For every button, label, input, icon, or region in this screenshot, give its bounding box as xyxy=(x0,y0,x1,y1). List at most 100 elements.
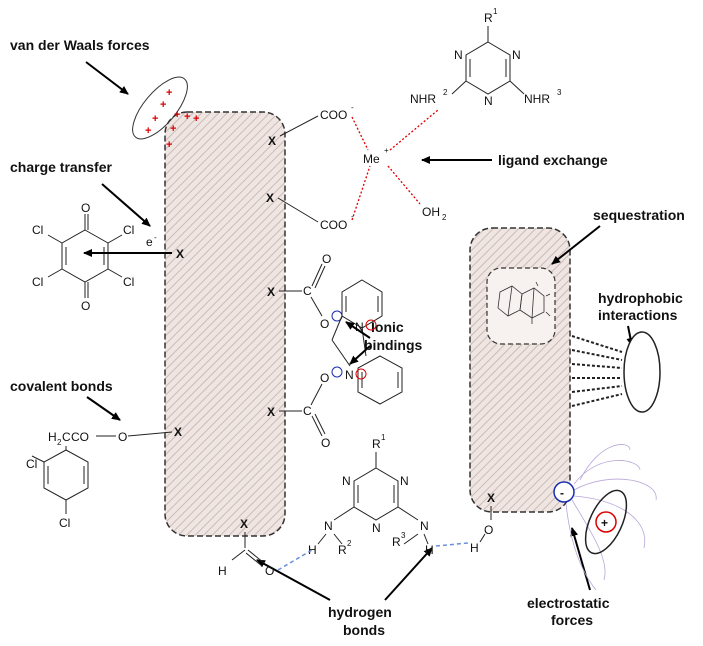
svg-text:3: 3 xyxy=(401,531,406,540)
label-ionic-2: bindings xyxy=(364,337,423,353)
svg-text:1: 1 xyxy=(381,433,386,442)
svg-text:Cl: Cl xyxy=(123,223,134,237)
ester-top-oxo: O xyxy=(322,252,331,266)
x-carboxylate-top: X xyxy=(268,134,276,148)
svg-text:Cl: Cl xyxy=(26,457,37,471)
svg-text:N: N xyxy=(342,474,351,488)
label-sequestration: sequestration xyxy=(593,207,685,223)
svg-text:N: N xyxy=(484,94,493,108)
svg-text:N: N xyxy=(372,521,381,535)
ionic-arrow-bottom xyxy=(349,345,371,365)
svg-text:O: O xyxy=(81,299,90,313)
negative-site xyxy=(553,481,575,503)
ester-bottom-oxygen: O xyxy=(320,371,329,385)
aldehyde-hydrogen: H xyxy=(218,564,227,578)
svg-text:H: H xyxy=(425,543,434,557)
hydroxyl-oxygen: O xyxy=(484,523,493,537)
svg-text:+: + xyxy=(184,111,190,123)
label-charge-transfer: charge transfer xyxy=(10,159,112,175)
svg-text:1: 1 xyxy=(493,7,498,16)
arrow-electrostatic xyxy=(570,527,591,591)
hydrophobic-dashes xyxy=(571,335,623,407)
ester-bottom-oxo: O xyxy=(321,436,330,450)
svg-text:+: + xyxy=(152,113,158,125)
label-van-der-waals: van der Waals forces xyxy=(10,37,150,53)
svg-text:H: H xyxy=(48,430,57,444)
arrow-charge-transfer xyxy=(101,183,151,227)
x-ester-top: X xyxy=(267,285,275,299)
svg-text:R: R xyxy=(484,11,493,25)
x-ester-bottom: X xyxy=(267,405,275,419)
electron-label: e xyxy=(146,235,153,249)
arrow-sequestration xyxy=(551,225,601,265)
svg-text:R: R xyxy=(338,543,347,557)
svg-text:Cl: Cl xyxy=(123,275,134,289)
chloranil-molecule: O O Cl Cl Cl Cl xyxy=(32,201,134,313)
svg-text:+: + xyxy=(174,109,180,121)
carboxylate-bottom: COO xyxy=(320,218,347,232)
arrow-hydrogen-left xyxy=(256,559,331,601)
water-ligand: OH xyxy=(422,205,440,219)
svg-text:C: C xyxy=(62,430,71,444)
x-aldehyde: X xyxy=(240,517,248,531)
x-carboxylate-bottom: X xyxy=(266,191,274,205)
svg-text:N: N xyxy=(345,368,354,382)
label-ligand-exchange: ligand exchange xyxy=(498,152,608,168)
triazine-top: R 1 N N N NHR 2 NHR 3 xyxy=(410,7,562,108)
ester-top-oxygen: O xyxy=(320,317,329,331)
metal-center: Me + xyxy=(363,146,389,166)
organic-particle-left xyxy=(164,111,286,537)
svg-text:N: N xyxy=(355,320,364,334)
svg-text:2: 2 xyxy=(57,438,62,447)
water-subscript: 2 xyxy=(442,213,447,222)
svg-text:Cl: Cl xyxy=(32,223,43,237)
carboxylate-top: COO xyxy=(320,108,347,122)
label-electrostatic-1: electrostatic xyxy=(527,595,610,611)
svg-text:R: R xyxy=(392,535,401,549)
hbond-aldehyde xyxy=(277,549,313,571)
svg-text:N: N xyxy=(324,519,333,533)
label-hydrogen-1: hydrogen xyxy=(328,604,392,620)
ester-bottom-carbon: C xyxy=(303,404,312,418)
arrow-hydrogen-right xyxy=(384,547,433,601)
svg-text:N: N xyxy=(454,48,463,62)
svg-text:3: 3 xyxy=(557,88,562,97)
label-hydrophobic-2: interactions xyxy=(598,307,678,323)
svg-text:NHR: NHR xyxy=(410,92,436,106)
svg-text:+: + xyxy=(145,125,151,137)
label-hydrophobic-1: hydrophobic xyxy=(598,290,683,306)
hbond-hydroxyl xyxy=(435,542,469,547)
hydroxyl-hydrogen: H xyxy=(470,541,479,555)
svg-text:+: + xyxy=(166,87,172,99)
positive-site-sign: + xyxy=(601,516,608,530)
hydrophobic-molecule xyxy=(623,331,661,413)
carboxylate-bottom-charge: - xyxy=(351,212,354,221)
triazine-bottom: R 1 N N N N H R 2 N H R 3 xyxy=(308,433,434,557)
coordination-lines xyxy=(351,109,439,221)
cationic-molecule xyxy=(584,489,628,555)
arrow-van-der-waals xyxy=(85,61,129,95)
label-hydrogen-2: bonds xyxy=(343,622,385,638)
svg-text:N: N xyxy=(420,519,429,533)
svg-text:O: O xyxy=(118,430,127,444)
svg-text:Cl: Cl xyxy=(32,275,43,289)
svg-text:+: + xyxy=(193,113,199,125)
svg-text:N: N xyxy=(400,474,409,488)
arrow-covalent-bonds xyxy=(86,396,121,421)
svg-text:Me: Me xyxy=(363,152,380,166)
label-electrostatic-2: forces xyxy=(551,612,593,628)
svg-text:2: 2 xyxy=(443,88,448,97)
svg-text:+: + xyxy=(160,99,166,111)
vdw-molecule xyxy=(132,76,188,140)
negative-charge-bottom xyxy=(331,366,343,378)
svg-text:CO: CO xyxy=(71,430,89,444)
svg-text:2: 2 xyxy=(347,539,352,548)
svg-text:+: + xyxy=(170,123,176,135)
svg-text:H: H xyxy=(308,543,317,557)
sequestered-molecule xyxy=(497,281,551,324)
svg-text:+: + xyxy=(384,146,389,155)
aldehyde-oxygen: O xyxy=(265,564,274,578)
svg-text:R: R xyxy=(372,437,381,451)
label-ionic-1: Ionic xyxy=(371,319,404,335)
